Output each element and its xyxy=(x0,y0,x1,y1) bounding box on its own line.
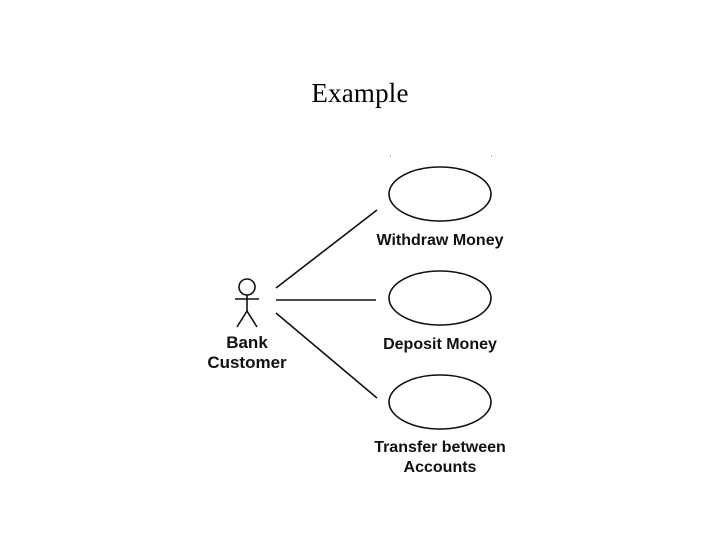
association-withdraw xyxy=(275,209,378,289)
slide-title: Example xyxy=(311,78,409,108)
use-case-transfer-ellipse xyxy=(388,374,492,430)
actor-left-leg xyxy=(236,310,248,328)
actor-right-leg xyxy=(246,310,258,328)
actor-figure xyxy=(235,278,259,328)
use-case-deposit-label: Deposit Money xyxy=(383,336,497,353)
actor-label-line-2: Customer xyxy=(207,353,287,372)
use-case-withdraw-label: Withdraw Money xyxy=(377,232,504,249)
use-case-transfer-label-line-1: Transfer between xyxy=(374,439,506,456)
associations xyxy=(275,209,378,399)
use-case-deposit-ellipse xyxy=(388,270,492,326)
use-case-ellipses xyxy=(388,166,492,430)
actor-head xyxy=(238,278,256,296)
use-case-withdraw-ellipse xyxy=(388,166,492,222)
association-transfer xyxy=(275,312,378,399)
use-case-transfer-label-line-2: Accounts xyxy=(404,459,477,476)
actor-label-line-1: Bank xyxy=(226,333,268,352)
